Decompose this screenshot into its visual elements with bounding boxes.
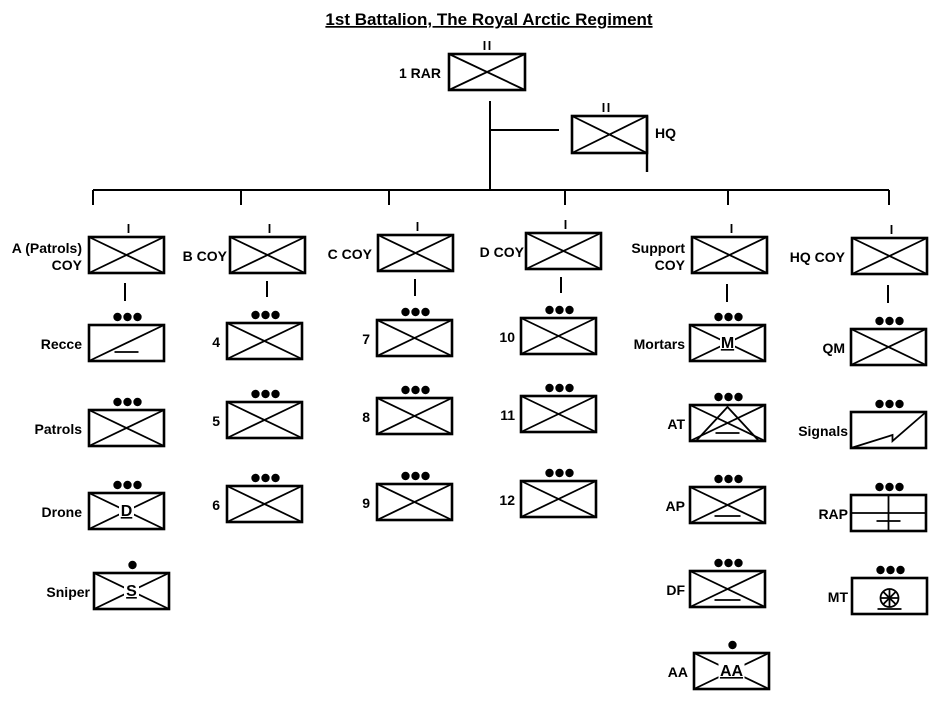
subunit-label: 11 xyxy=(500,407,515,423)
subunit-symbol-weapons xyxy=(688,485,767,525)
subunit-echelon-mark xyxy=(251,389,280,399)
subunit-symbol-letter: S xyxy=(92,571,171,611)
subunit-label: MT xyxy=(828,589,849,605)
subunit-label: Drone xyxy=(42,504,83,520)
subunit-echelon-mark xyxy=(128,560,137,570)
connector-lines xyxy=(92,101,890,303)
subunit-echelon-mark xyxy=(401,471,430,481)
subunit-echelon-mark xyxy=(714,312,743,322)
symbol-letter: D xyxy=(121,503,133,520)
subunit-echelon-mark xyxy=(875,399,904,409)
hq-echelon-mark xyxy=(602,103,610,112)
hq-symbol xyxy=(570,114,649,155)
subunit-symbol-weapons xyxy=(688,569,767,609)
subunit-symbol-infantry xyxy=(519,316,598,356)
subunit-echelon-mark xyxy=(251,310,280,320)
subunit-echelon-mark xyxy=(545,305,574,315)
company-label: D COY xyxy=(480,244,525,260)
subunit-label: Recce xyxy=(41,336,82,352)
subunit-label: AT xyxy=(667,416,685,432)
subunit-echelon-mark xyxy=(113,312,142,322)
subunit-symbol-infantry xyxy=(225,484,304,524)
battalion-symbol xyxy=(447,52,527,92)
company-symbol xyxy=(524,231,603,271)
subunit-label: RAP xyxy=(818,506,848,522)
subunit-symbol-infantry xyxy=(375,396,454,436)
subunit-symbol-infantry xyxy=(225,400,304,440)
subunit-echelon-mark xyxy=(875,482,904,492)
subunit-echelon-mark xyxy=(545,383,574,393)
subunit-label: 4 xyxy=(212,334,220,350)
subunit-symbol-infantry xyxy=(849,327,928,367)
subunit-label: Signals xyxy=(798,423,848,439)
subunit-echelon-mark xyxy=(401,385,430,395)
symbol-letter: AA xyxy=(720,663,744,680)
subunit-label: 7 xyxy=(362,331,370,347)
company-label: C COY xyxy=(328,246,373,262)
subunit-symbol-recce xyxy=(87,323,166,363)
subunit-label: 10 xyxy=(499,329,515,345)
subunit-symbol-signals xyxy=(849,410,928,450)
battalion-echelon-mark xyxy=(483,41,491,50)
subunit-echelon-mark xyxy=(545,468,574,478)
subunit-label: AA xyxy=(668,664,688,680)
battalion-label: 1 RAR xyxy=(399,65,441,81)
subunit-label: DF xyxy=(666,582,685,598)
hq-label: HQ xyxy=(655,125,676,141)
company-symbol xyxy=(376,233,455,273)
subunit-label: 9 xyxy=(362,495,370,511)
subunit-echelon-mark xyxy=(876,565,905,575)
subunit-label: QM xyxy=(822,340,845,356)
subunit-label: AP xyxy=(666,498,685,514)
subunit-echelon-mark xyxy=(728,640,737,650)
subunit-label: 12 xyxy=(499,492,515,508)
subunit-symbol-infantry xyxy=(519,394,598,434)
symbol-letter: M xyxy=(721,335,734,352)
subunit-echelon-mark xyxy=(113,397,142,407)
subunit-label: Mortars xyxy=(634,336,686,352)
subunit-symbol-infantry xyxy=(375,318,454,358)
company-symbol xyxy=(87,235,166,275)
subunit-echelon-mark xyxy=(714,392,743,402)
company-symbol xyxy=(690,235,769,275)
company-symbol xyxy=(228,235,307,275)
subunit-label: 8 xyxy=(362,409,370,425)
subunit-label: 6 xyxy=(212,497,220,513)
subunit-echelon-mark xyxy=(875,316,904,326)
company-label: A (Patrols)COY xyxy=(12,240,83,273)
subunit-symbol-letter: AA xyxy=(692,651,771,691)
chart-title: 1st Battalion, The Royal Arctic Regiment xyxy=(325,10,652,29)
company-symbol xyxy=(850,236,929,276)
subunit-symbol-medical xyxy=(849,493,928,533)
subunit-symbol-antitank xyxy=(688,403,767,443)
subunit-label: 5 xyxy=(212,413,220,429)
subunit-symbol-letter: D xyxy=(87,491,166,531)
subunit-symbol-infantry xyxy=(87,408,166,448)
subunit-symbol-infantry xyxy=(375,482,454,522)
subunit-label: Sniper xyxy=(46,584,90,600)
subunit-echelon-mark xyxy=(113,480,142,490)
subunit-echelon-mark xyxy=(401,307,430,317)
subunit-echelon-mark xyxy=(714,558,743,568)
company-label: B COY xyxy=(183,248,228,264)
symbol-letter: S xyxy=(126,583,137,600)
subunit-label: Patrols xyxy=(35,421,83,437)
subunit-echelon-mark xyxy=(251,473,280,483)
subunit-echelon-mark xyxy=(714,474,743,484)
company-label: HQ COY xyxy=(790,249,846,265)
subunit-symbol-transport xyxy=(850,576,929,616)
subunit-symbol-infantry xyxy=(225,321,304,361)
subunit-symbol-letter: M xyxy=(688,323,767,363)
subunit-symbol-infantry xyxy=(519,479,598,519)
